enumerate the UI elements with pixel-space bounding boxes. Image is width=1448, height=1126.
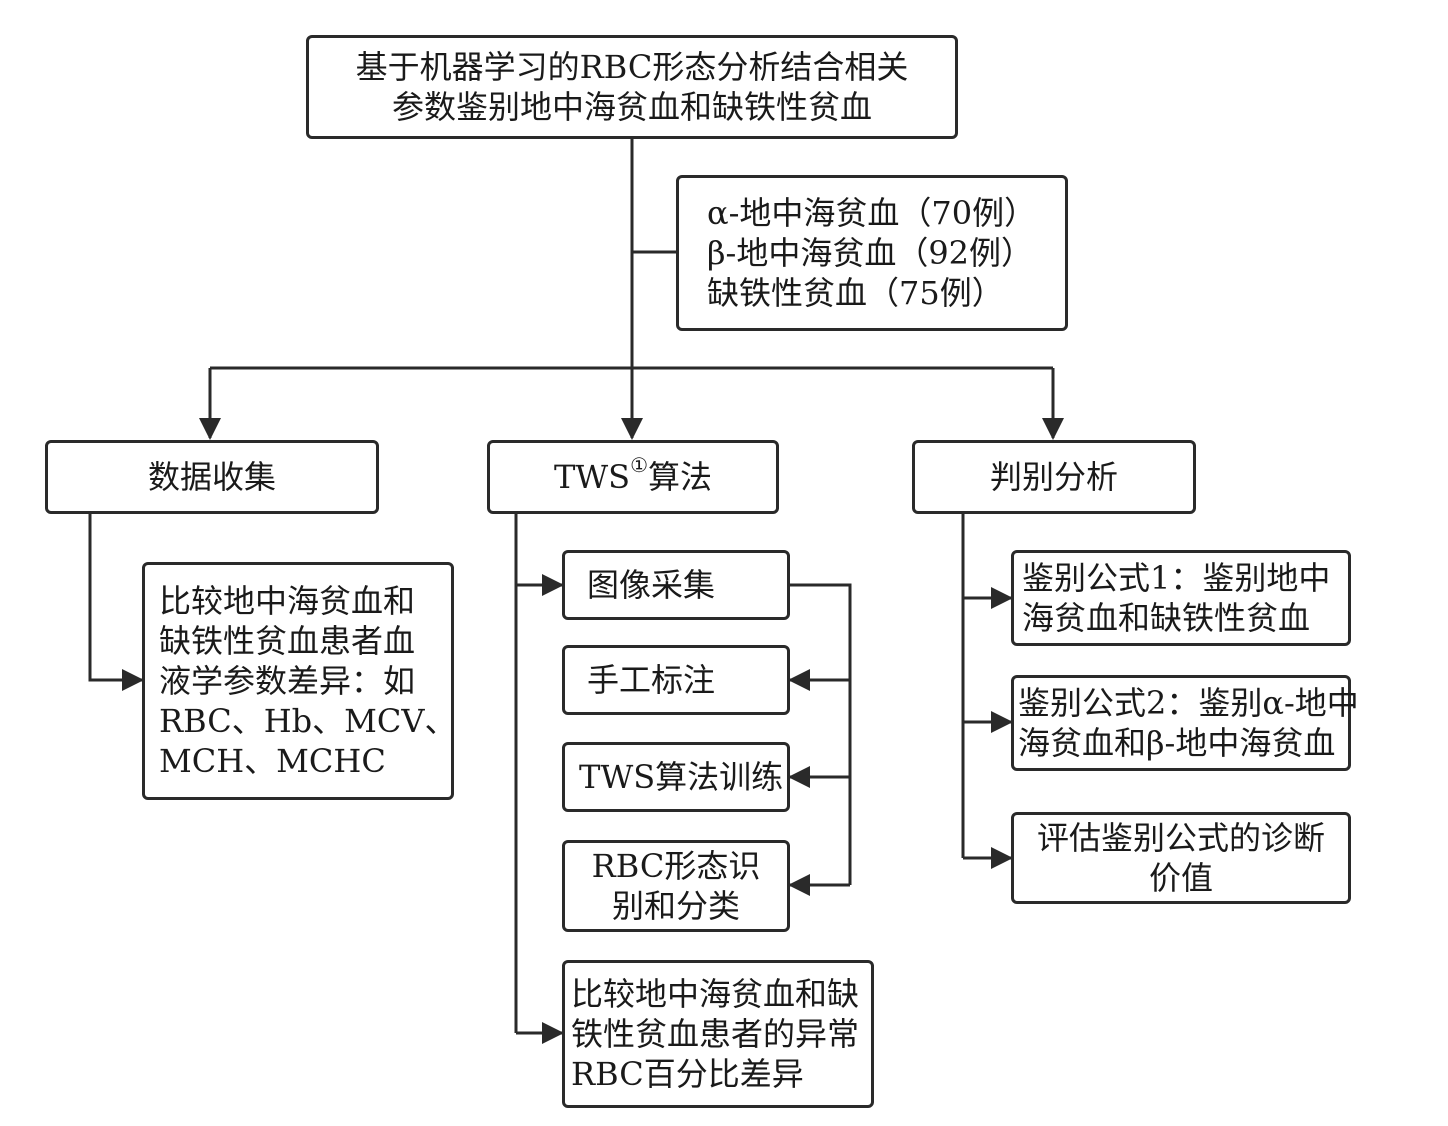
- evaluation-line-1: 评估鉴别公式的诊断: [1036, 819, 1325, 857]
- formula-1-line-2: 海贫血和缺铁性贫血: [1022, 599, 1311, 637]
- formula-2-line-2: 海贫血和β-地中海贫血: [1018, 724, 1336, 762]
- data-detail-line-5: MCH、MCHC: [159, 742, 386, 780]
- tws-training-box: TWS算法训练: [562, 742, 790, 812]
- formula-2-line-1: 鉴别公式2：鉴别α-地中: [1018, 684, 1359, 722]
- tws-training-label: TWS算法训练: [579, 758, 784, 796]
- abnormal-rbc-compare-box: 比较地中海贫血和缺 铁性贫血患者的异常 RBC百分比差异: [562, 960, 874, 1108]
- formula-1-line-1: 鉴别公式1：鉴别地中: [1022, 559, 1331, 597]
- manual-annotation-label: 手工标注: [587, 661, 716, 699]
- data-detail-line-3: 液学参数差异：如: [159, 662, 416, 700]
- title-line-2: 参数鉴别地中海贫血和缺铁性贫血: [391, 88, 872, 126]
- image-acquisition-label: 图像采集: [587, 566, 716, 604]
- discriminant-analysis-label: 判别分析: [989, 458, 1118, 496]
- manual-annotation-box: 手工标注: [562, 645, 790, 715]
- evaluation-box: 评估鉴别公式的诊断 价值: [1011, 812, 1351, 904]
- title-line-1: 基于机器学习的RBC形态分析结合相关: [355, 48, 909, 86]
- rbc-recognition-box: RBC形态识 别和分类: [562, 840, 790, 932]
- image-acquisition-box: 图像采集: [562, 550, 790, 620]
- abnormal-rbc-line-2: 铁性贫血患者的异常: [571, 1015, 860, 1053]
- rbc-recognition-line-2: 别和分类: [611, 887, 740, 925]
- data-detail-line-4: RBC、Hb、MCV、: [159, 702, 457, 740]
- data-detail-box: 比较地中海贫血和 缺铁性贫血患者血 液学参数差异：如 RBC、Hb、MCV、 M…: [142, 562, 457, 800]
- evaluation-line-2: 价值: [1148, 859, 1213, 897]
- discriminant-analysis-box: 判别分析: [912, 440, 1196, 514]
- cohort-beta: β-地中海贫血（92例）: [707, 234, 1034, 272]
- tws-algorithm-label: TWS①算法: [553, 453, 713, 496]
- data-collection-label: 数据收集: [147, 458, 276, 496]
- footnote-marker: ①: [630, 453, 649, 478]
- cohort-ida: 缺铁性贫血（75例）: [707, 274, 1004, 312]
- cohort-box: α-地中海贫血（70例） β-地中海贫血（92例） 缺铁性贫血（75例）: [676, 175, 1068, 331]
- formula-1-box: 鉴别公式1：鉴别地中 海贫血和缺铁性贫血: [1011, 550, 1351, 646]
- rbc-recognition-line-1: RBC形态识: [591, 847, 761, 885]
- data-detail-line-1: 比较地中海贫血和: [159, 582, 416, 620]
- abnormal-rbc-line-3: RBC百分比差异: [571, 1055, 804, 1093]
- formula-2-box: 鉴别公式2：鉴别α-地中 海贫血和β-地中海贫血: [1011, 675, 1359, 771]
- cohort-alpha: α-地中海贫血（70例）: [707, 194, 1037, 232]
- data-detail-line-2: 缺铁性贫血患者血: [159, 622, 416, 660]
- data-collection-box: 数据收集: [45, 440, 379, 514]
- abnormal-rbc-line-1: 比较地中海贫血和缺: [571, 975, 860, 1013]
- tws-algorithm-box: TWS①算法: [487, 440, 779, 514]
- title-box: 基于机器学习的RBC形态分析结合相关 参数鉴别地中海贫血和缺铁性贫血: [306, 35, 958, 139]
